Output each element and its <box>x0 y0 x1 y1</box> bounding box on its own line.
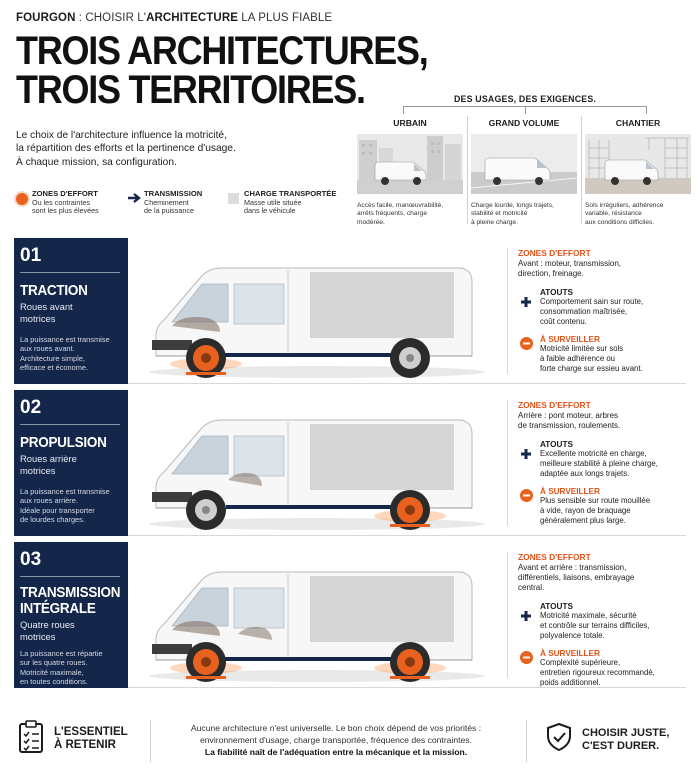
minus-circle-icon <box>520 651 533 665</box>
intro-text: Le choix de l'architecture influence la … <box>16 130 236 168</box>
arrow-right-icon <box>128 193 141 203</box>
zones-title: ZONES D'EFFORT <box>518 552 591 562</box>
section-title: PROPULSION <box>20 434 107 451</box>
section-info: ZONES D'EFFORT Avant : moteur, transmiss… <box>518 248 686 374</box>
motto: CHOISIR JUSTE,C'EST DURER. <box>582 727 670 752</box>
section-number: 02 <box>20 397 42 418</box>
footer-text: Aucune architecture n'est universelle. L… <box>190 723 482 757</box>
usage-urbain: URBAIN Accès facile, manœuvrabilité,arrê… <box>357 118 463 227</box>
highway-scene-image <box>471 134 577 194</box>
zones-title: ZONES D'EFFORT <box>518 400 591 410</box>
usages-block: DES USAGES, DES EXIGENCES. URBAIN Accès … <box>355 92 695 232</box>
kicker: FOURGON : CHOISIR L'ARCHITECTURE LA PLUS… <box>16 12 333 24</box>
shield-check-icon <box>547 722 571 752</box>
surveiller-block: À SURVEILLER Plus sensible sur route mou… <box>518 487 686 525</box>
zones-body: Avant et arrière : transmission,différen… <box>518 563 635 592</box>
van-propulsion-illustration <box>149 419 485 530</box>
usages-title: DES USAGES, DES EXIGENCES. <box>453 94 597 104</box>
section-info: ZONES D'EFFORT Arrière : pont moteur, ar… <box>518 400 686 526</box>
section-number: 01 <box>20 245 42 266</box>
zones-body: Avant : moteur, transmission,direction, … <box>518 259 622 278</box>
section-info: ZONES D'EFFORT Avant et arrière : transm… <box>518 552 686 688</box>
minus-circle-icon <box>520 337 533 351</box>
clipboard-checklist-icon <box>19 720 43 753</box>
grey-square-icon <box>228 193 239 204</box>
section-title: TRACTION <box>20 282 88 299</box>
section-number: 03 <box>20 549 42 570</box>
atouts-block: ATOUTS Comportement sain sur route,conso… <box>518 288 686 326</box>
construction-scene-image <box>585 134 691 194</box>
orange-dot-icon <box>16 193 28 205</box>
usage-grand-volume: GRAND VOLUME Charge lourde, longs trajet… <box>471 118 577 227</box>
surveiller-block: À SURVEILLER Complexité supérieure,entre… <box>518 649 686 687</box>
minus-circle-icon <box>520 489 533 503</box>
plus-icon <box>521 449 531 459</box>
van-integrale-illustration <box>149 571 485 682</box>
zones-title: ZONES D'EFFORT <box>518 248 591 258</box>
atouts-block: ATOUTS Excellente motricité en charge,me… <box>518 440 686 478</box>
van-traction-illustration <box>149 267 485 378</box>
page-title: TROIS ARCHITECTURES, TROIS TERRITOIRES. <box>16 29 429 112</box>
urban-scene-image <box>357 134 463 194</box>
plus-icon <box>521 297 531 307</box>
plus-icon <box>521 611 531 621</box>
